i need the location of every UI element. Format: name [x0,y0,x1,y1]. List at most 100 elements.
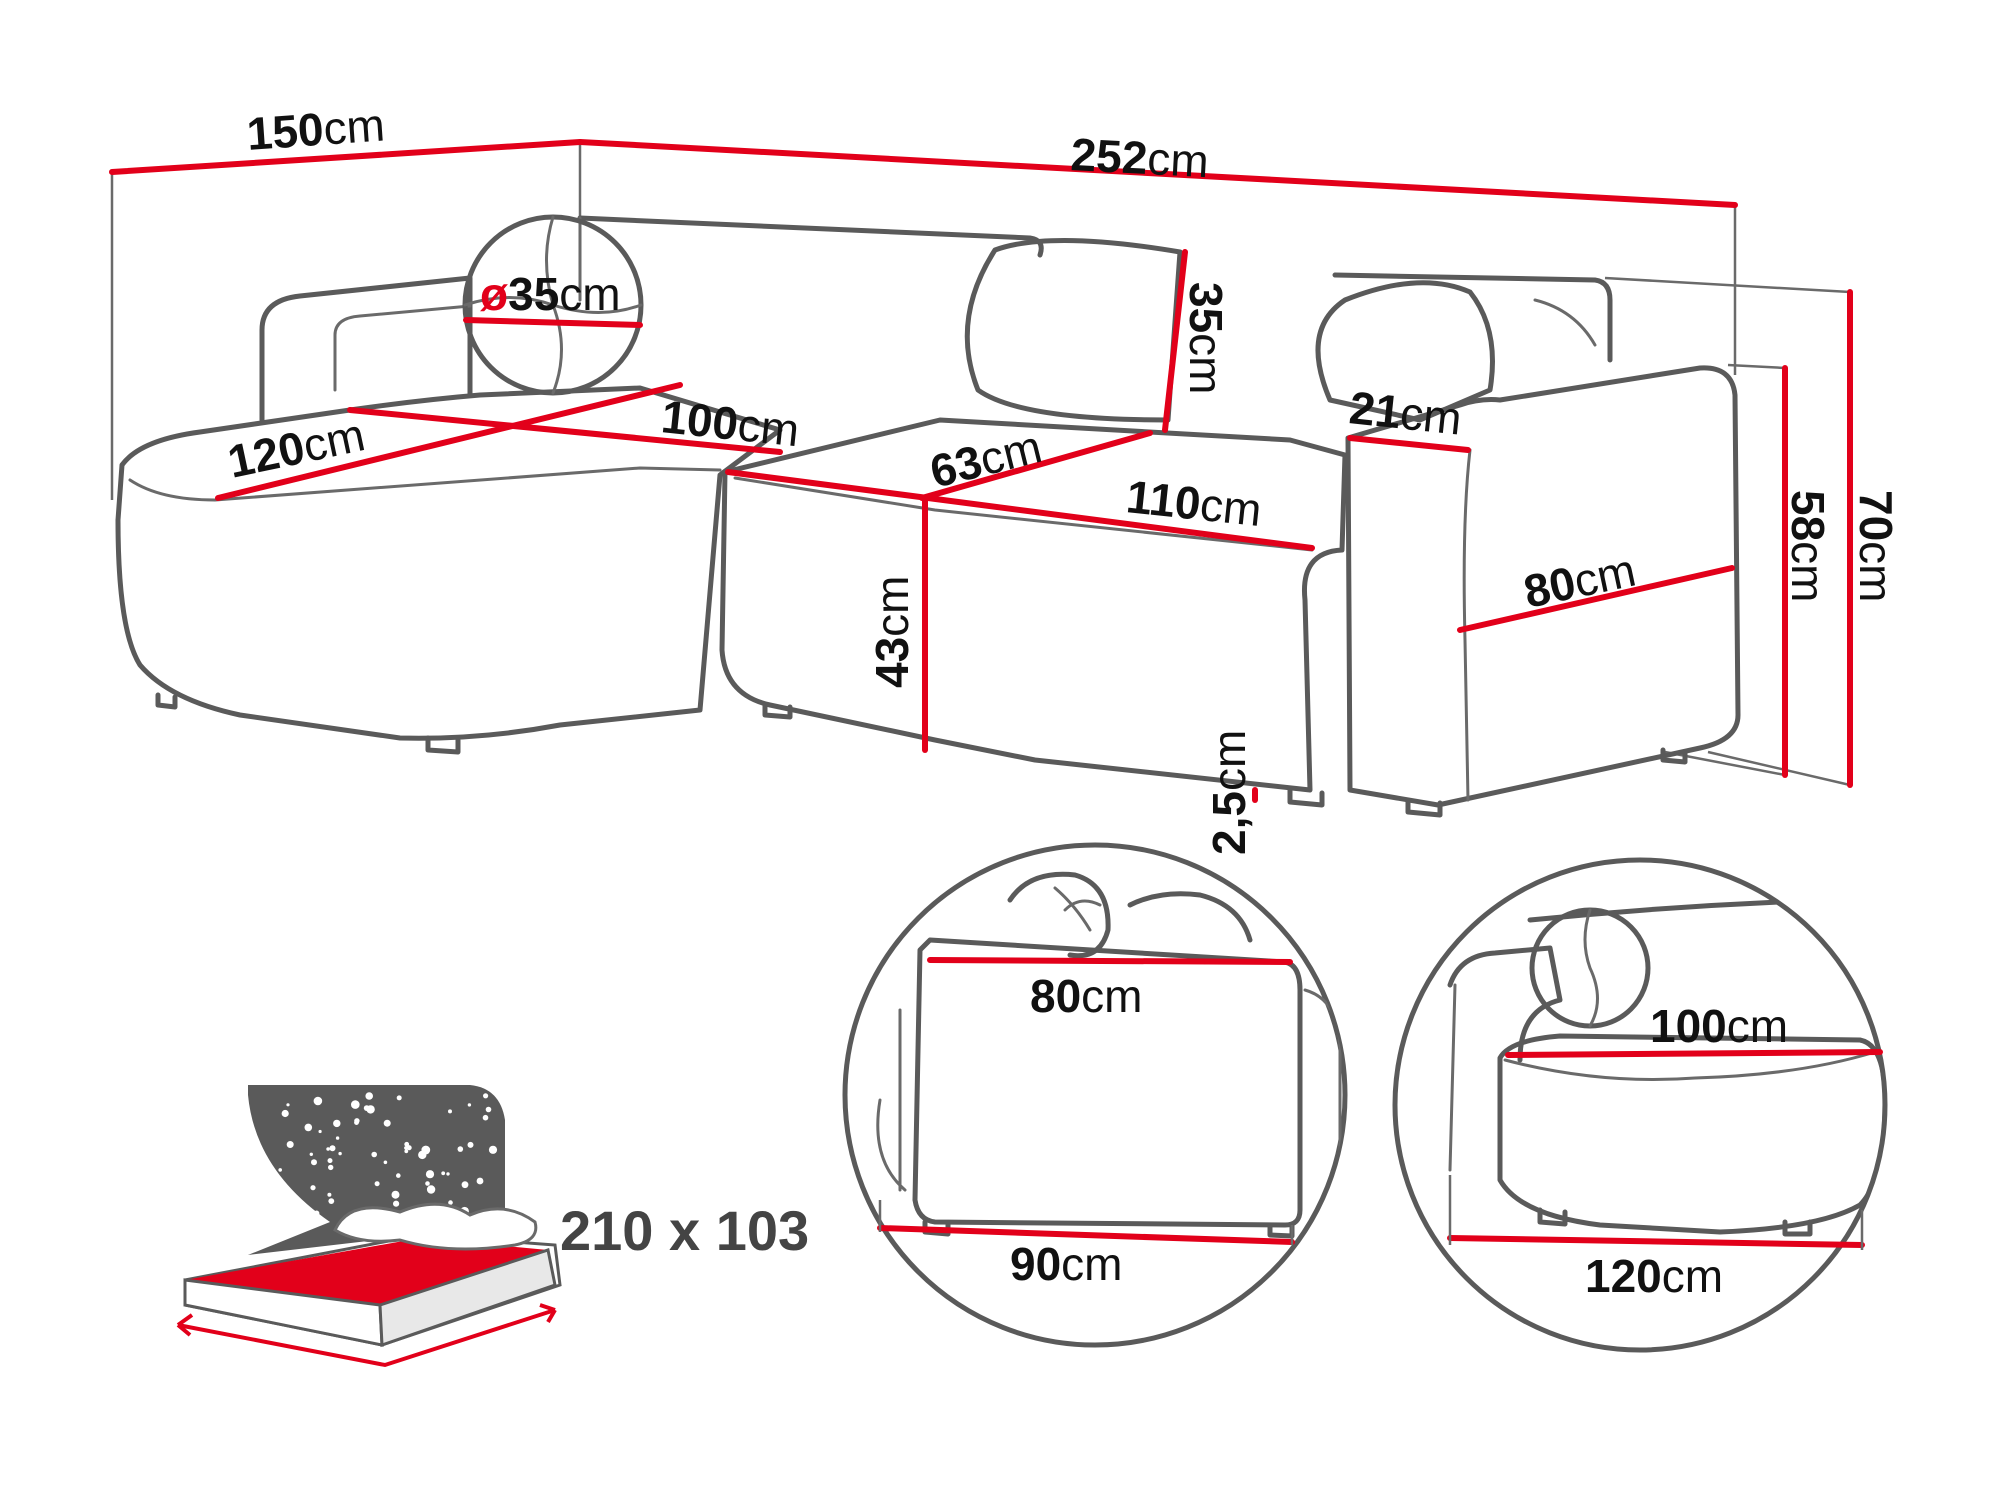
bed-star [335,1136,340,1140]
chaise-backrest [259,275,473,423]
bed-star [354,1120,359,1125]
bed-star [461,1181,469,1189]
bed-star [383,1160,388,1165]
bed-arrow-heads [176,1303,557,1337]
right-backrest [1332,272,1613,363]
label-detail-seat-bottom: 90cm [1010,1238,1123,1290]
bed-star [318,1129,322,1134]
detail-seat-backrest [1127,891,1253,943]
bed-star [311,1159,317,1166]
detail-seat-pillow-seams [1053,886,1102,932]
middle-seat-front-edge [733,476,1314,552]
label-pillow-diameter: ø35cm [480,268,621,320]
guide-back-bottom [1707,750,1851,787]
dim-line-detail-chaise-bottom [1447,1235,1865,1248]
end-armrest-front [1348,436,1472,802]
bed-star [457,1146,464,1152]
bed-star [328,1164,334,1171]
bed-star [365,1092,374,1100]
main-dimension-labels: 150cm 252cm ø35cm 35cm 120cm 100cm 63cm … [223,98,1902,855]
end-pillow [1315,280,1495,423]
bed-star [441,1171,446,1176]
bed-star [467,1141,474,1148]
bed-star [309,1152,313,1157]
chaise-backrest-inner [333,304,472,392]
bed-star [483,1093,489,1099]
arm-leg-2 [1660,747,1688,765]
bed-star [476,1177,484,1185]
label-detail-seat-top: 80cm [1030,970,1143,1022]
chaise-cushion [115,385,783,741]
bed-dimension-arrow [177,1308,556,1368]
bed-star [371,1151,378,1158]
detail-chaise-section: 100cm 120cm [1392,857,1888,1353]
label-bolster-height: 35cm [1180,282,1232,395]
bed-star [485,1106,492,1113]
bed-star [313,1096,323,1106]
label-chaise-width: 100cm [659,390,802,456]
dim-line-seat-depth [919,430,1153,501]
dim-line-chaise-length [215,382,683,501]
label-seat-height: 43cm [866,576,918,689]
bed-star [425,1181,430,1186]
bed-star [396,1173,401,1178]
bed-star [374,1181,380,1187]
bed-star [448,1109,452,1114]
bed-star [421,1145,431,1155]
main-backrest-top [577,215,1044,258]
bed-pillows [333,1202,538,1251]
detail-seat-section: 80cm 90cm [842,842,1348,1348]
dim-line-total-length [577,139,1738,208]
label-detail-chaise-bottom: 120cm [1585,1250,1723,1302]
bed-side-right [378,1248,557,1348]
dim-line-detail-seat-bottom [877,1225,1295,1245]
bed-star [327,1192,332,1197]
detail-chaise-legs [1537,1207,1813,1237]
label-detail-chaise-top: 100cm [1650,1000,1788,1052]
sofa-main-view [110,142,1851,818]
bed-star [333,1119,341,1128]
chaise-seat-edge [128,466,722,502]
bed-star [278,1168,283,1172]
detail-seat-block [912,937,1303,1228]
bed-star [393,1200,400,1207]
bed-function-icon: 210 x 103 [176,1085,809,1368]
dim-line-seat-width [725,469,1315,551]
label-corner-depth: 150cm [245,98,386,160]
bed-star [328,1198,335,1204]
bed-mattress [185,1238,548,1305]
round-pillow-seams [463,215,643,395]
bed-star [426,1185,436,1194]
dim-line-bolster-height [1162,249,1188,433]
bed-star [310,1185,316,1191]
bed-star [327,1158,333,1164]
label-back-height: 70cm [1850,490,1902,603]
arm-leg-1 [1405,797,1443,818]
bed-star [425,1170,435,1179]
bed-star [404,1149,409,1154]
dim-line-corner-depth [109,139,583,175]
seat-leg-1 [762,702,793,720]
label-leg-height: 2,5cm [1203,730,1255,855]
bed-star [396,1095,402,1101]
detail-seat-side [876,1008,907,1192]
dim-line-pillow-diameter [463,317,643,328]
seat-leg-2 [1287,787,1325,808]
dim-line-detail-chaise-top [1505,1049,1883,1058]
bed-star [304,1123,313,1132]
bed-star [467,1103,472,1107]
bolster-pillow [964,238,1183,423]
label-seat-depth: 63cm [925,420,1047,498]
middle-seat [719,417,1348,793]
guide-arm-top [1727,363,1786,370]
dim-line-detail-seat-top [927,957,1293,965]
bed-moon-curve [248,1095,330,1255]
dim-line-chaise-width [347,407,783,455]
label-bed-size: 210 x 103 [560,1199,809,1262]
bed-star [351,1100,360,1109]
bed-star [326,1147,330,1151]
label-armrest-width: 21cm [1347,381,1464,444]
dim-line-armrest-depth [1457,565,1735,633]
bed-star [286,1141,294,1148]
